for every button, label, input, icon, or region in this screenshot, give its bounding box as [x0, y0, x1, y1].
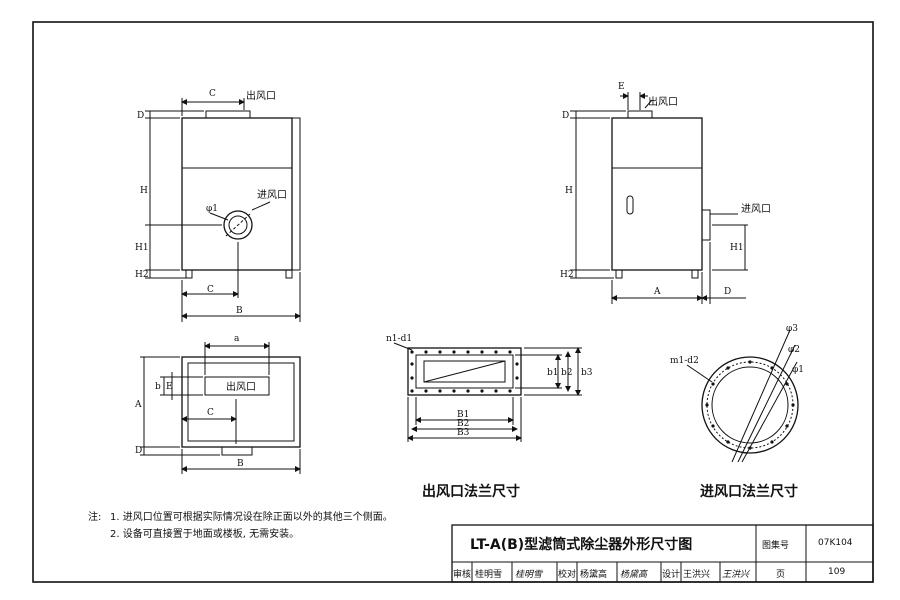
reviewer-signature: 桂明雪 [515, 570, 543, 580]
outlet-flange-caption: 出风口法兰尺寸 [422, 483, 520, 500]
top-outlet-rect [204, 376, 270, 396]
side-door-handle [626, 195, 634, 215]
top-dim-b-lower: b [155, 382, 161, 392]
front-dim-d: D [137, 111, 144, 121]
notes-prefix: 注: [88, 512, 102, 523]
front-dim-b: B [236, 306, 243, 316]
side-inlet-label: 进风口 [741, 203, 771, 215]
front-dim-c-top: C [209, 89, 216, 99]
checker-signature: 杨黛高 [620, 570, 648, 580]
inlet-flange-phi1: φ1 [792, 365, 804, 375]
top-dim-c: C [207, 408, 214, 418]
outlet-flange-holes: n1-d1 [386, 334, 412, 344]
outlet-flange-bolt-holes [410, 350, 519, 393]
review-label: 审核 [453, 570, 472, 580]
front-outlet-stub [205, 110, 251, 119]
side-inlet-stub [701, 209, 711, 241]
design-label: 设计 [662, 570, 681, 580]
front-dim-h1: H1 [135, 243, 149, 253]
outlet-flange-b2: b2 [561, 368, 573, 378]
atlas-label: 图集号 [762, 541, 790, 551]
side-body [611, 117, 703, 271]
front-dim-h: H [140, 186, 148, 196]
note-line-2: 2. 设备可直接置于地面或楼板, 无需安装。 [110, 529, 300, 540]
front-view [145, 98, 301, 322]
front-dim-h2: H2 [135, 270, 149, 280]
inlet-flange-phi3: φ3 [786, 324, 798, 334]
outlet-flange-B2: B2 [457, 419, 469, 429]
reviewer-name: 桂明雪 [475, 570, 503, 580]
side-dim-e: E [618, 82, 625, 92]
front-outlet-label: 出风口 [246, 89, 276, 102]
outlet-flange-B1: B1 [457, 410, 469, 420]
outlet-flange [393, 342, 582, 442]
inlet-flange-caption: 进风口法兰尺寸 [700, 483, 798, 500]
front-dim-c-bottom: C [207, 285, 214, 295]
top-outlet-label: 出风口 [226, 380, 256, 393]
inlet-flange-phi2: φ2 [788, 345, 800, 355]
check-label: 校对 [558, 570, 577, 580]
checker-name: 杨黛高 [580, 570, 608, 580]
inlet-flange [686, 329, 799, 463]
side-dim-h: H [565, 186, 573, 196]
top-dim-d: D [135, 446, 142, 456]
atlas-number: 07K104 [818, 538, 853, 548]
side-dim-a: A [653, 287, 661, 297]
designer-signature: 王洪兴 [722, 570, 750, 580]
outlet-flange-b3: b3 [581, 368, 593, 378]
side-outlet-stub [627, 110, 653, 119]
inlet-flange-bolt-holes [705, 360, 795, 450]
side-dim-d: D [562, 111, 569, 121]
designer-name: 王洪兴 [683, 570, 711, 580]
side-view [570, 92, 748, 304]
top-body [181, 356, 301, 448]
top-inlet-stub [221, 446, 253, 456]
drawing-title: LT-A(B)型滤筒式除尘器外形尺寸图 [470, 537, 693, 553]
outlet-flange-outer [407, 347, 522, 396]
top-view [140, 342, 301, 474]
outlet-flange-b1: b1 [547, 368, 559, 378]
outlet-flange-B3: B3 [457, 428, 470, 438]
inlet-flange-holes: m1-d2 [670, 356, 699, 366]
top-dim-B: B [237, 459, 244, 469]
top-dim-a-lower: a [234, 334, 240, 344]
title-block [451, 524, 874, 583]
top-dim-e: E [166, 382, 173, 392]
inlet-flange-outer [701, 356, 799, 454]
page-number: 109 [828, 567, 846, 577]
note-line-1: 1. 进风口位置可根据实际情况设在除正面以外的其他三个侧面。 [110, 512, 393, 523]
side-dim-h2: H2 [560, 270, 574, 280]
side-dim-h1: H1 [730, 243, 744, 253]
page-label: 页 [776, 570, 786, 580]
front-side-panel [291, 117, 301, 271]
top-dim-A: A [134, 400, 142, 410]
side-outlet-label: 出风口 [648, 95, 678, 108]
side-dim-d-bottom: D [724, 287, 731, 297]
front-inlet-circle [223, 210, 253, 240]
front-inlet-label: 进风口 [257, 189, 287, 201]
front-phi1: φ1 [206, 204, 218, 214]
